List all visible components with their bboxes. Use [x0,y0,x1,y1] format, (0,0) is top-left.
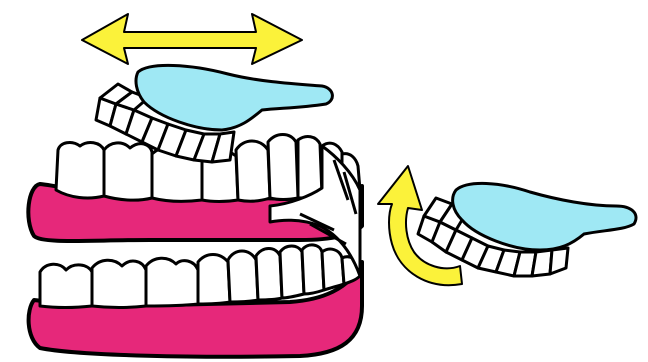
lower-tooth-premolar-2 [198,255,230,305]
upper-tooth-molar-2 [104,143,152,200]
lower-tooth-molar-2 [92,260,146,307]
double-headed-arrow-icon [82,14,302,64]
lower-tooth-premolar-1 [146,258,198,306]
lower-tooth-incisor-2 [280,246,304,298]
lower-tooth-incisor-1 [256,249,282,301]
upper-tooth-canine [236,141,270,201]
upper-tooth-molar-1 [56,143,104,198]
upper-brush-head [136,65,332,130]
lower-tooth-incisor-4 [322,249,344,290]
side-brush-head [453,183,636,250]
side-toothbrush-icon [418,183,636,276]
upper-tooth-incisor-1 [268,135,298,200]
lower-tooth-canine [228,251,258,302]
lower-tooth-molar-1 [40,264,92,307]
